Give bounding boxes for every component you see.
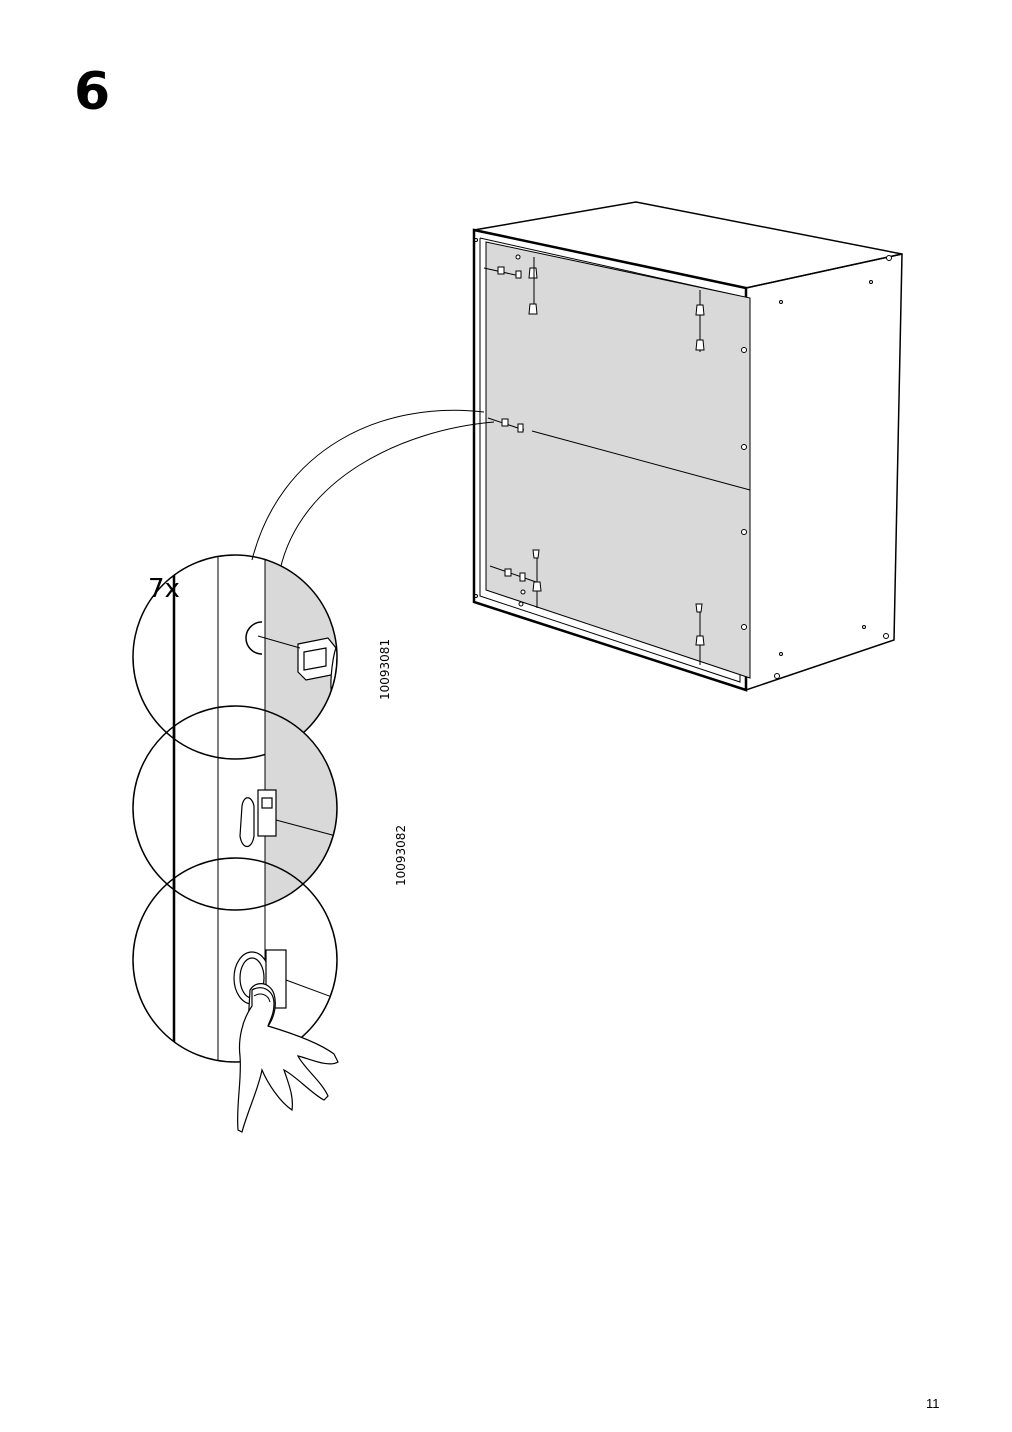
part-number-1: 10093081 [378,639,392,700]
hand [237,987,339,1133]
callout-curve [251,409,495,571]
step-number: 6 [74,62,111,122]
detail-circle-press [132,857,339,1133]
page-number: 11 [926,1396,940,1411]
back-panel [485,241,751,679]
panel-fittings [483,257,705,665]
part-number-2: 10093082 [394,825,408,886]
cabinet [472,201,903,692]
quantity-label: 7x [148,574,180,604]
detail-circle-insert-2 [132,705,338,911]
